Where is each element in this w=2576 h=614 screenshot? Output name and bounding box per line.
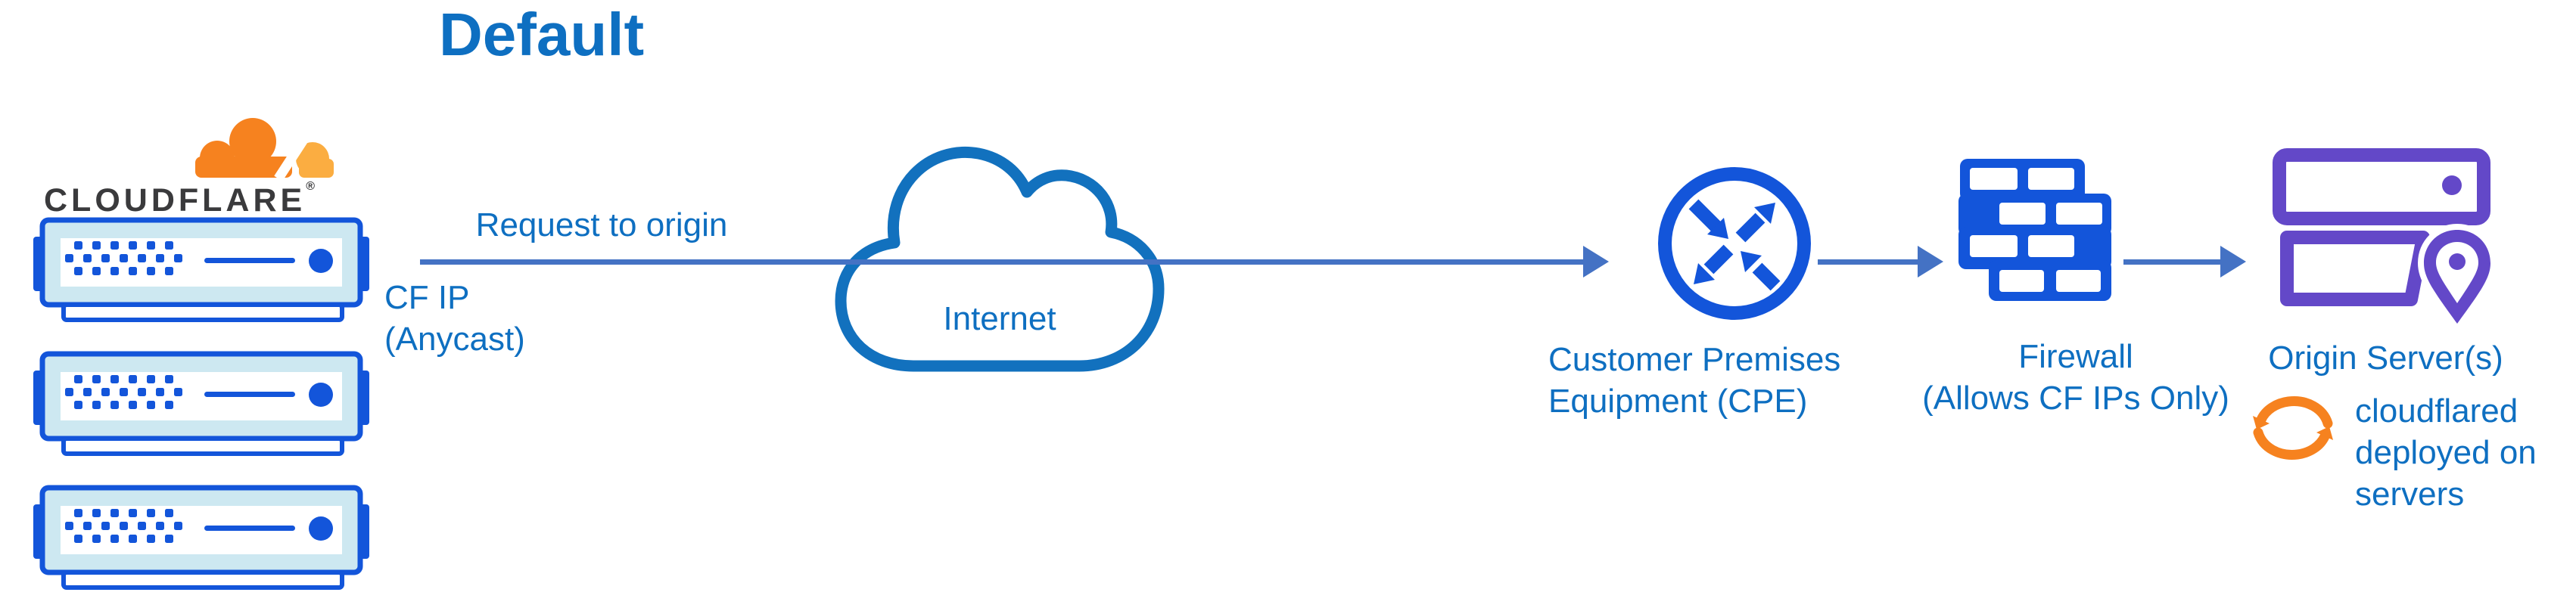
cloudflared-sync-icon — [2253, 396, 2333, 460]
cpe-to-firewall-arrow-line — [1818, 259, 1918, 265]
cloudflare-edge-server-icon — [33, 219, 369, 326]
cpe-router-icon — [1658, 167, 1811, 320]
registered-trademark-symbol: ® — [306, 180, 315, 193]
request-arrow-line — [420, 259, 1583, 265]
cpe-to-firewall-arrow-head — [1918, 246, 1943, 278]
cloudflare-edge-server-icon — [33, 486, 369, 594]
cloudflare-logo-cloud-icon — [195, 118, 334, 181]
diagram-title: Default — [439, 1, 645, 68]
firewall-to-origin-arrow-head — [2220, 246, 2246, 278]
cloudflare-wordmark-text: CLOUDFLARE — [44, 182, 306, 219]
firewall-to-origin-arrow-line — [2123, 259, 2220, 265]
request-to-origin-label: Request to origin — [475, 206, 728, 243]
cloudflared-note-label: cloudflared deployed on servers — [2355, 392, 2537, 513]
location-pin-icon — [2424, 230, 2490, 324]
firewall-icon — [1958, 159, 2111, 301]
origin-servers-icon — [2273, 148, 2497, 334]
origin-servers-label: Origin Server(s) — [2268, 340, 2503, 377]
internet-cloud-icon — [835, 147, 1165, 372]
cloudflare-edge-server-icon — [33, 352, 369, 460]
internet-label: Internet — [943, 300, 1056, 337]
cf-ip-anycast-label: CF IP (Anycast) — [384, 279, 525, 358]
cloudflare-wordmark: CLOUDFLARE® — [44, 180, 315, 219]
cpe-label: Customer Premises Equipment (CPE) — [1548, 341, 1841, 420]
request-arrow-head — [1583, 246, 1609, 278]
firewall-label: Firewall (Allows CF IPs Only) — [1922, 338, 2229, 417]
